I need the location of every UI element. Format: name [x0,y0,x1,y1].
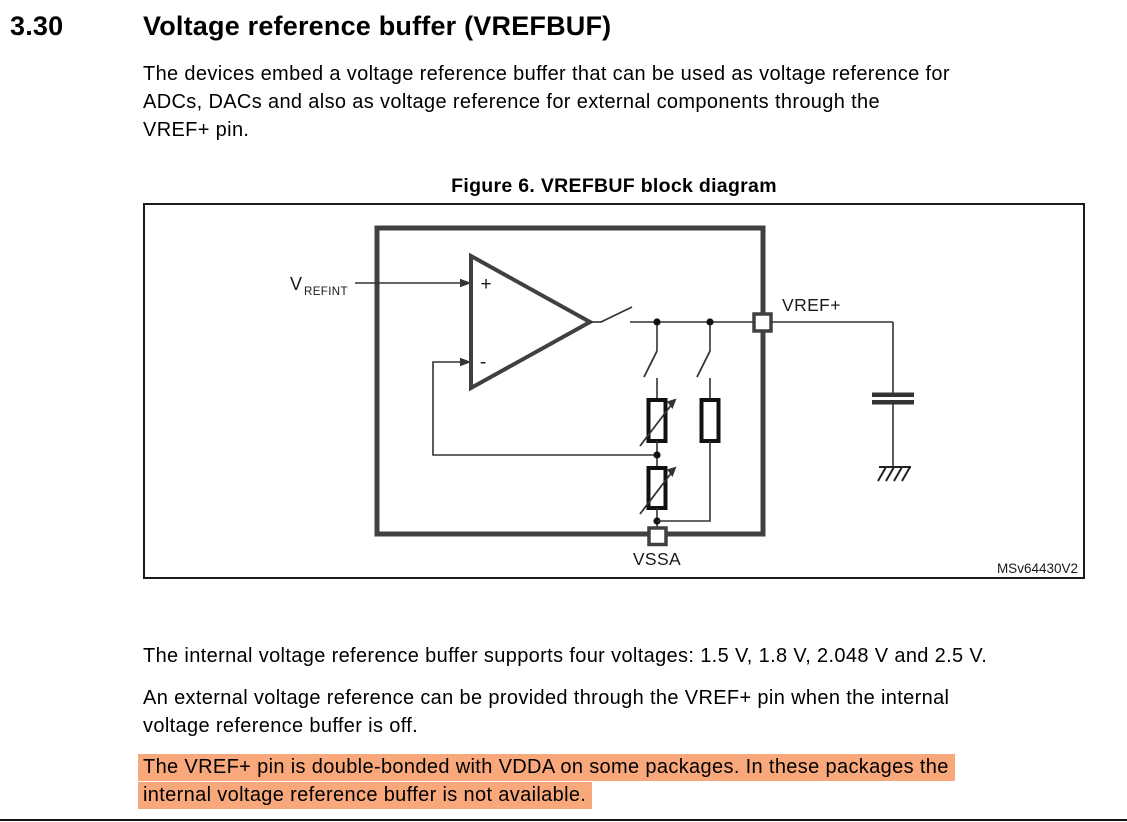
trim-arrowhead-icon [667,398,677,409]
capacitor-plate [872,392,914,397]
voltages-paragraph: The internal voltage reference buffer su… [143,642,987,670]
external-line-2: voltage reference buffer is off. [143,715,419,737]
right-branch-return-wire [657,441,711,522]
opamp-minus-label: - [480,352,486,373]
external-line-1: An external voltage reference can be pro… [143,687,950,709]
vrefbuf-block-outline [374,225,766,537]
vssa-pin-label: VSSA [633,549,681,569]
trim-resistor-1 [646,398,668,443]
figure-frame: + - V REFINT [143,203,1085,579]
figure-caption: Figure 6. VREFBUF block diagram [451,175,777,197]
left-branch-switch-blade [643,350,658,378]
output-switch-blade [600,306,633,323]
opamp-plus-label: + [480,274,491,295]
highlighted-note-paragraph: The VREF+ pin is double-bonded with VDDA… [138,753,955,809]
trim-resistor-2 [646,466,668,510]
vssa-pin-square [647,526,668,547]
intro-line-1: The devices embed a voltage reference bu… [143,63,950,85]
trim-resistor-2-arrow [639,471,673,515]
vrefbuf-block-diagram: + - V REFINT [290,225,1078,576]
intro-paragraph: The devices embed a voltage reference bu… [143,60,950,144]
figure-watermark: MSv64430V2 [997,561,1078,576]
vrefint-label: V [290,274,302,294]
fixed-resistor [699,398,721,443]
capacitor-plate [872,400,914,405]
trim-resistor-1-arrow [639,403,673,447]
highlight-line-2: internal voltage reference buffer is not… [138,782,593,809]
opamp-triangle [469,252,595,392]
intro-line-2: ADCs, DACs and also as voltage reference… [143,91,880,113]
vref-pin-square [752,312,773,333]
junction-dot [653,451,661,459]
vrefint-arrowhead-icon [460,278,472,288]
external-reference-paragraph: An external voltage reference can be pro… [143,684,949,740]
ground-icon [877,466,911,482]
page-bottom-rule [0,819,1127,821]
intro-line-3: VREF+ pin. [143,119,250,141]
voltages-line: The internal voltage reference buffer su… [143,645,988,667]
right-branch-switch-blade [696,350,711,378]
feedback-arrowhead-icon [460,357,472,367]
junction-dot [706,318,714,326]
vrefint-subscript: REFINT [304,286,348,298]
vref-pin-label: VREF+ [782,295,841,315]
section-number: 3.30 [10,11,64,41]
feedback-wire [432,361,657,456]
junction-dot [653,318,661,326]
section-title: Voltage reference buffer (VREFBUF) [143,11,612,41]
highlight-line-1: The VREF+ pin is double-bonded with VDDA… [138,754,955,781]
trim-arrowhead-icon [667,466,677,477]
